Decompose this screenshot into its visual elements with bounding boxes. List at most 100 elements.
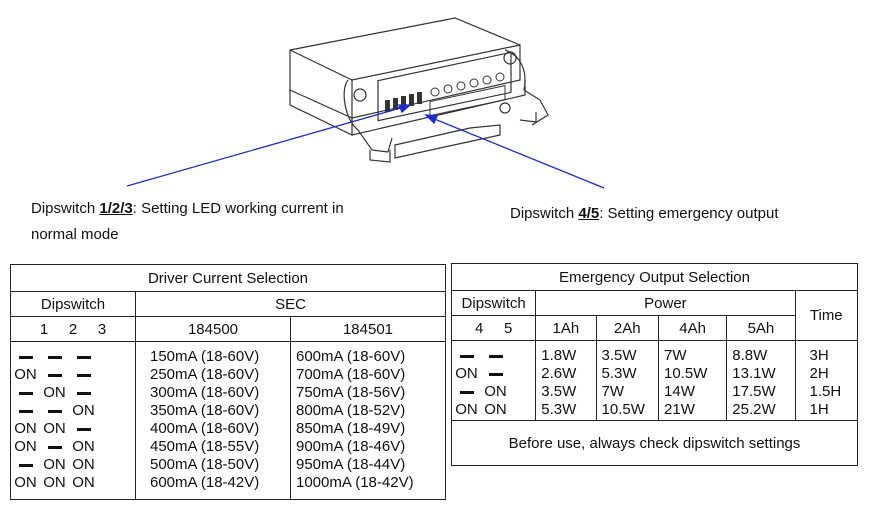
switch-on: ON [455, 401, 478, 418]
current-value: 900mA (18-46V) [296, 438, 406, 455]
power-value: 14W [664, 383, 695, 400]
model-col: 184501 [290, 316, 446, 342]
switch-on: ON [72, 438, 95, 455]
off-dash-icon [459, 354, 474, 358]
switch-off-dash [481, 365, 510, 383]
switch-on: ON [72, 402, 95, 419]
power-value: 5.3W [541, 401, 577, 418]
off-dash-icon [488, 372, 503, 376]
caption-text: : Setting emergency output [599, 205, 779, 222]
time-value: 3H [809, 347, 829, 364]
switch-on: ON [72, 474, 95, 491]
switch-col: 5 [503, 319, 513, 337]
switch-on: ON [14, 438, 37, 455]
switch-off-dash [11, 402, 40, 420]
switch-on: ON [43, 420, 66, 437]
model-col: 184500 [135, 316, 291, 342]
switch-row: ON [452, 383, 535, 401]
current-value: 600mA (18-42V) [150, 474, 260, 491]
switch-on: ON [43, 456, 66, 473]
caption-prefix: Dipswitch [510, 205, 579, 222]
switch-on: ON [43, 384, 66, 401]
power-value: 1.8W [541, 347, 577, 364]
switch-off-dash [452, 383, 481, 401]
switch-row [11, 348, 135, 366]
switch-on: ON [484, 401, 507, 418]
power-header: Power [535, 290, 796, 316]
off-dash-icon [47, 355, 62, 359]
caption-dipswitch-1-2-3: Dipswitch 1/2/3: Setting LED working cur… [31, 196, 351, 248]
off-dash-icon [18, 391, 33, 395]
current-value: 150mA (18-60V) [150, 348, 260, 365]
power-col: 4Ah [658, 315, 728, 341]
current-184500-list: 150mA (18-60V)250mA (18-60V)300mA (18-60… [135, 341, 291, 500]
power-value: 25.2W [732, 401, 776, 418]
caption-text: : Setting LED working current in normal … [31, 200, 344, 243]
power-value: 5.3W [601, 365, 637, 382]
switch-col: 2 [68, 320, 78, 338]
switch-col: 1 [39, 320, 49, 338]
off-dash-icon [459, 390, 474, 394]
check-settings-note: Before use, always check dipswitch setti… [451, 420, 858, 466]
switch-off-dash [481, 347, 510, 365]
time-value: 1H [809, 401, 829, 418]
time-value: 2H [809, 365, 829, 382]
power-value: 13.1W [732, 365, 776, 382]
switch-column-headers: 1 2 3 [10, 316, 136, 342]
switch-on: ON [72, 456, 95, 473]
off-dash-icon [76, 427, 91, 431]
switch-off-dash [69, 366, 98, 384]
switch-off-dash [11, 384, 40, 402]
emergency-output-table: Emergency Output Selection Dipswitch Pow… [450, 263, 859, 466]
switch-col: 3 [97, 320, 107, 338]
power-value: 8.8W [732, 347, 768, 364]
current-value: 750mA (18-56V) [296, 384, 406, 401]
off-dash-icon [18, 409, 33, 413]
current-value: 250mA (18-60V) [150, 366, 260, 383]
switch-col: 4 [474, 319, 484, 337]
power-value: 3.5W [601, 347, 637, 364]
switch-off-dash [452, 347, 481, 365]
switch-row: ON ON [11, 456, 135, 474]
off-dash-icon [488, 354, 503, 358]
dipswitch-header: Dipswitch [10, 291, 136, 317]
switch-row: ON [452, 365, 535, 383]
switch-row: ON ON [452, 401, 535, 419]
current-value: 400mA (18-60V) [150, 420, 260, 437]
current-value: 700mA (18-60V) [296, 366, 406, 383]
switch-on: ON [484, 383, 507, 400]
switch-row: ON ON [11, 420, 135, 438]
sec-header: SEC [135, 291, 446, 317]
driver-device-illustration [126, 17, 605, 189]
switch-row [452, 347, 535, 365]
driver-current-table: Driver Current Selection Dipswitch SEC 1… [10, 264, 446, 500]
switch-on: ON [14, 366, 37, 383]
emergency-table-title: Emergency Output Selection [451, 263, 858, 291]
switch-off-dash [40, 438, 69, 456]
off-dash-icon [47, 373, 62, 377]
switch-row: ON [11, 384, 135, 402]
power-value: 21W [664, 401, 695, 418]
off-dash-icon [76, 355, 91, 359]
caption-switches: 4/5 [578, 205, 600, 222]
caption-dipswitch-4-5: Dipswitch 4/5: Setting emergency output [510, 201, 850, 227]
switch-row: ON [11, 366, 135, 384]
switch-off-dash [69, 420, 98, 438]
switch-on: ON [14, 474, 37, 491]
time-value: 1.5H [809, 383, 842, 400]
switch-off-dash [69, 384, 98, 402]
off-dash-icon [76, 391, 91, 395]
switch-off-dash [69, 348, 98, 366]
current-value: 350mA (18-60V) [150, 402, 260, 419]
switch-on: ON [14, 420, 37, 437]
power-col: 5Ah [726, 315, 796, 341]
